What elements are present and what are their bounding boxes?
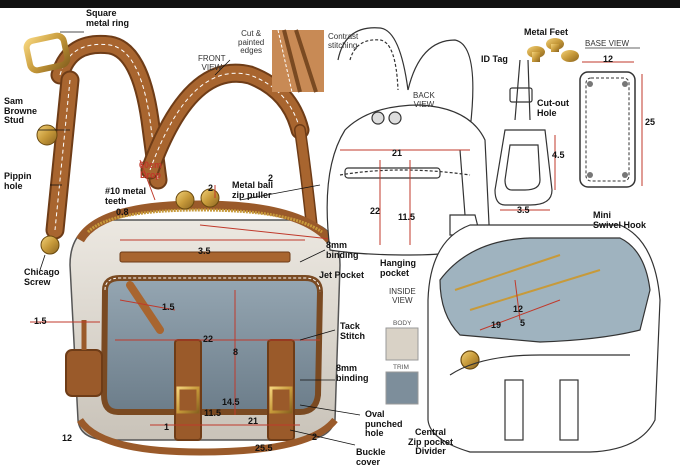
label-back-view: BACK VIEW bbox=[413, 91, 435, 109]
label-contrast-stitching: Contrast stitching bbox=[328, 32, 359, 50]
label-cutout-hole: Cut-out Hole bbox=[537, 98, 569, 118]
dim-base-front: 21 bbox=[248, 416, 259, 426]
label-hanging-pocket: Hanging pocket bbox=[380, 258, 416, 278]
label-body-swatch: BODY bbox=[393, 320, 412, 327]
dim-bottom-width: 25.5 bbox=[255, 443, 273, 453]
label-metal-teeth: #10 metal teeth bbox=[105, 186, 147, 206]
dim-inside-pocket: 5 bbox=[520, 318, 526, 328]
dim-inside-depth: 12 bbox=[513, 304, 524, 314]
inside-bag bbox=[427, 224, 661, 453]
trim-swatch bbox=[385, 371, 419, 405]
dim-back-pocket: 11.5 bbox=[398, 212, 416, 222]
dim-jet-height: 3.5 bbox=[198, 246, 211, 256]
base-view-drawing bbox=[579, 47, 643, 188]
label-pippin-hole: Pippin hole bbox=[4, 171, 32, 191]
label-tack-stitch: Tack Stitch bbox=[340, 321, 366, 341]
dim-back-width: 21 bbox=[392, 148, 403, 158]
front-callouts bbox=[30, 159, 341, 426]
front-leaders bbox=[38, 31, 361, 446]
dim-inside-width: 19 bbox=[491, 320, 502, 330]
label-id-tag: ID Tag bbox=[481, 54, 508, 64]
label-chicago-screw: Chicago Screw bbox=[24, 267, 60, 287]
back-bag bbox=[326, 27, 491, 256]
label-metal-ball-zip: Metal ball zip puller bbox=[232, 180, 274, 200]
label-cut-painted-edges: Cut & painted edges bbox=[238, 29, 265, 55]
dim-pocket-width: 22 bbox=[203, 334, 214, 344]
label-buckle-cover: Buckle cover bbox=[356, 447, 386, 467]
label-metal-feet: Metal Feet bbox=[524, 27, 569, 37]
dim-buckle-width: 2 bbox=[312, 432, 318, 442]
label-square-metal-ring: Square metal ring bbox=[86, 8, 130, 28]
label-front-view: FRONT VIEW bbox=[198, 54, 226, 72]
dim-pocket-top: 8 bbox=[233, 347, 239, 357]
dim-back-height: 22 bbox=[370, 206, 381, 216]
label-jet-pocket: Jet Pocket bbox=[319, 270, 365, 280]
dim-side-binding: 1.5 bbox=[34, 316, 47, 326]
dim-strap-width: 2 bbox=[268, 173, 274, 183]
hang-tag bbox=[65, 349, 103, 397]
front-bag bbox=[23, 32, 341, 456]
label-8mm-binding-side: 8mm binding bbox=[336, 363, 369, 383]
dim-base-length: 25 bbox=[645, 117, 656, 127]
dim-body-height: 14.5 bbox=[222, 397, 240, 407]
label-trim-swatch: TRIM bbox=[393, 364, 409, 371]
dim-base-width: 12 bbox=[603, 54, 614, 64]
body-swatch bbox=[385, 327, 419, 361]
square-ring bbox=[23, 32, 71, 74]
label-sam-browne-stud: Sam Browne Stud bbox=[4, 96, 38, 125]
dim-pocket-height: 11.5 bbox=[204, 408, 222, 418]
dim-tag-height: 4.5 bbox=[552, 150, 565, 160]
label-base-view: BASE VIEW bbox=[585, 39, 630, 48]
metal-feet bbox=[527, 38, 579, 62]
label-inside-view: INSIDE VIEW bbox=[389, 287, 416, 305]
dim-zip-puller: 2 bbox=[208, 183, 214, 193]
top-border bbox=[0, 0, 680, 8]
label-oval-punched-hole: Oval punched hole bbox=[365, 409, 403, 438]
dim-teeth: 0.8 bbox=[116, 207, 129, 217]
dim-tag-width: 3.5 bbox=[517, 205, 530, 215]
jet-pocket bbox=[119, 251, 291, 263]
dim-buckle-gap: 1 bbox=[164, 422, 170, 432]
label-8mm-binding-top: 8mm binding bbox=[326, 240, 359, 260]
dim-pocket-offset: 1.5 bbox=[162, 302, 175, 312]
label-drop: 60cm Drop bbox=[139, 160, 163, 180]
dim-gusset: 12 bbox=[62, 433, 73, 443]
id-tag-drawing bbox=[494, 59, 553, 206]
label-mini-swivel-hook: Mini Swivel Hook bbox=[593, 210, 647, 230]
label-central-zip-divider: Central Zip pocket Divider bbox=[408, 427, 454, 456]
